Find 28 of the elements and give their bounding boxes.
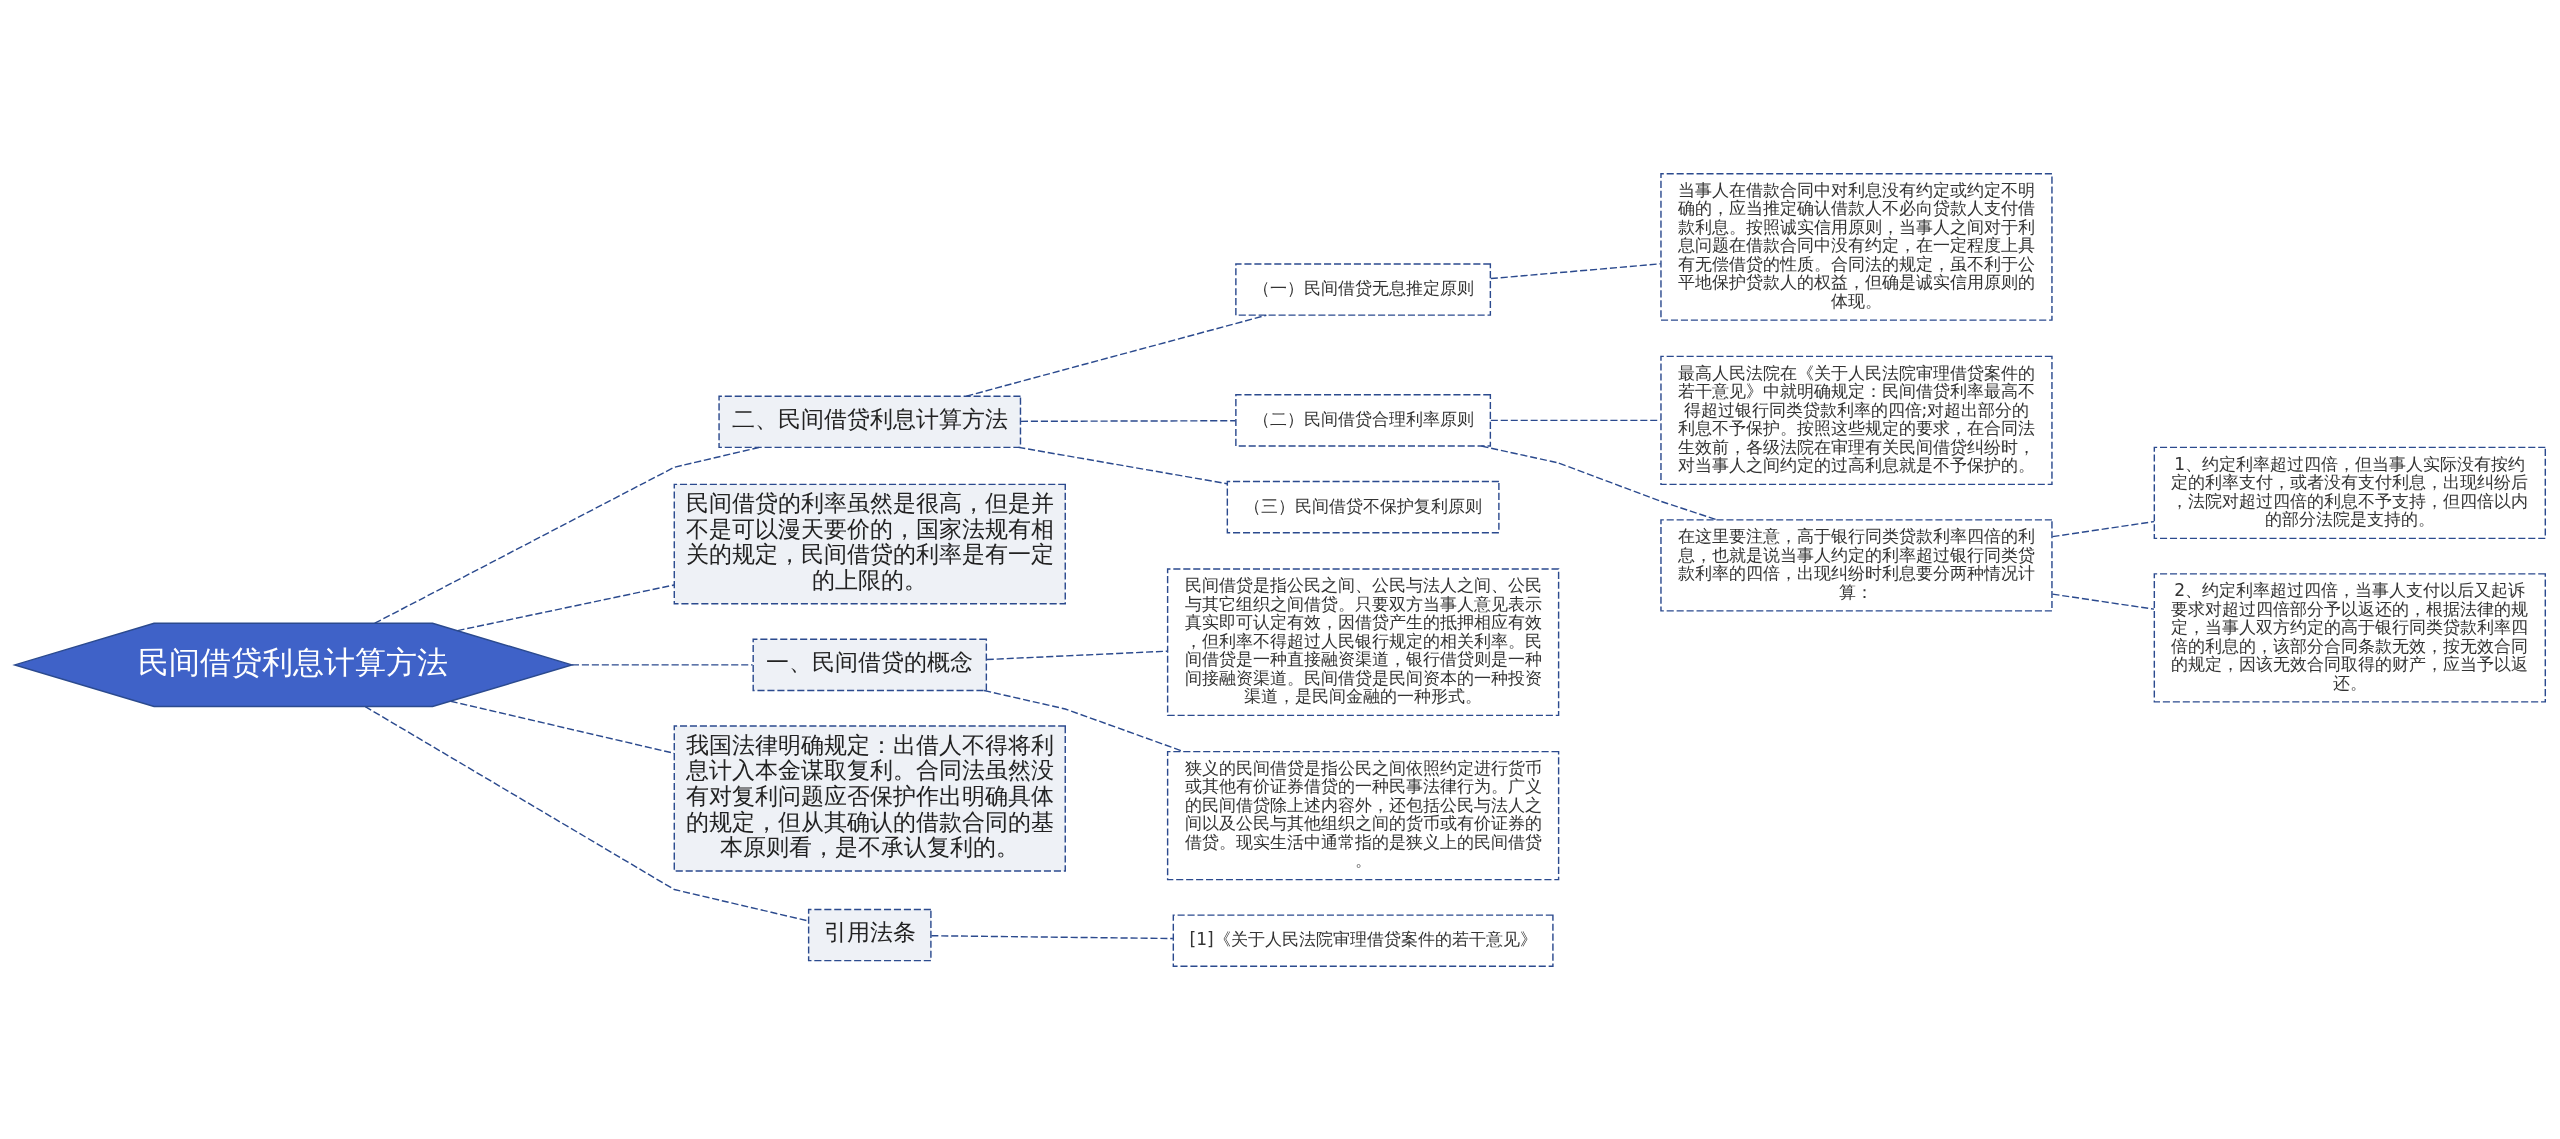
connector — [456, 583, 675, 631]
node-box: （二）民间借贷合理利率原则 — [1235, 393, 1492, 447]
node-box: 1、约定利率超过四倍，但当事人实际没有按约定的利率支付，或者没有支付利息，出现纠纷后，法院对超过四倍的利息不予支持，但四倍以内的部分法院是支持的。 — [2153, 446, 2546, 539]
connector — [1490, 262, 1662, 279]
connector — [2051, 520, 2155, 537]
node-box: （三）民间借贷不保护复利原则 — [1226, 480, 1500, 533]
node-box: 二、民间借贷利息计算方法 — [718, 395, 1022, 448]
node-box: 一、民间借贷的概念 — [752, 638, 988, 691]
node-box: [1]《关于人民法院审理借贷案件的若干意见》 — [1172, 913, 1554, 967]
node-box: 当事人在借款合同中对利息没有约定或约定不明确的，应当推定确认借款人不必向贷款人支付借款利息。按照诚实信用原则，当事人之间对于利息问题在借款合同中没有约定，在一定程度上具有无偿借贷的性质。合同法的规定，虽不利于公平地保护贷款人的权益，但确是诚实信用原则的体现。 — [1660, 172, 2053, 321]
node-box: 2、约定利率超过四倍，当事人支付以后又起诉要求对超过四倍部分予以返还的，根据法律的规定，当事人双方约定的高于银行同类贷款利率四倍的利息的，该部分合同条款无效，按无效合同的规定，因该无效合同取得的财产，应当予以返还。 — [2153, 572, 2546, 703]
node-box: 狭义的民间借贷是指公民之间依照约定进行货币或其他有价证券借贷的一种民事法律行为。广义的民间借贷除上述内容外，还包括公民与法人之间以及公民与其他组织之间的货币或有价证券的借贷。现实生活中通常指的是狭义上的民间借贷。 — [1166, 750, 1560, 880]
connector — [1017, 446, 1228, 484]
node-box: 最高人民法院在《关于人民法院审理借贷案件的若干意见》中就明确规定：民间借贷利率最高不得超过银行同类贷款利率的四倍;对超出部分的利息不予保护。按照这些规定的要求，在合同法生效前，各级法院在审理有关民间借贷纠纷时，对当事人之间约定的过高利息就是不予保护的。 — [1660, 355, 2053, 485]
connector — [930, 934, 1174, 939]
node-box: 民间借贷是指公民之间、公民与法人之间、公民与其它组织之间借贷。只要双方当事人意见表示真实即可认定有效，因借贷产生的抵押相应有效，但利率不得超过人民银行规定的相关利率。民间借贷是一种直接融资渠道，银行借贷则是一种间接融资渠道。民间借贷是民间资本的一种投资渠道，是民间金融的一种形式。 — [1166, 567, 1560, 716]
node-box: 我国法律明确规定：出借人不得将利息计入本金谋取复利。合同法虽然没有对复利问题应否保护作出明确具体的规定，但从其确认的借款合同的基本原则看，是不承认复利的。 — [673, 724, 1066, 872]
node-box: 引用法条 — [807, 908, 932, 961]
node-box: （一）民间借贷无息推定原则 — [1235, 262, 1492, 316]
connector — [1020, 419, 1237, 422]
connector — [2051, 592, 2155, 610]
connector — [965, 314, 1268, 397]
connector — [571, 663, 754, 666]
node-box: 民间借贷的利率虽然是很高，但是并不是可以漫天要价的，国家法规有相关的规定，民间借贷的利率是有一定的上限的。 — [673, 483, 1066, 604]
connector — [1490, 419, 1662, 421]
connector — [374, 446, 760, 624]
connector — [986, 649, 1168, 660]
node-box: 在这里要注意，高于银行同类贷款利率四倍的利息，也就是说当事人约定的利率超过银行同类贷款利率的四倍，出现纠纷时利息要分两种情况计算： — [1660, 518, 2053, 612]
